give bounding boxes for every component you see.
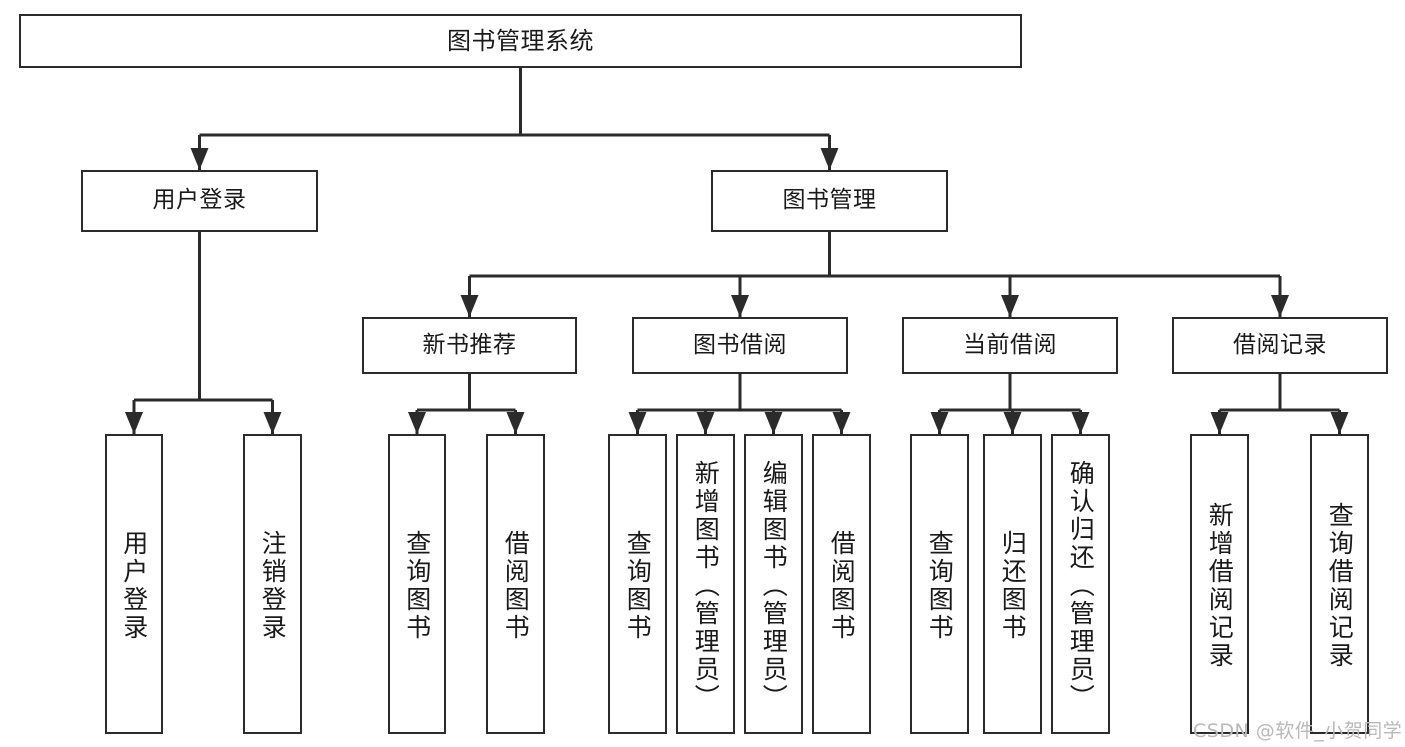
node-book-management-label: 图书管理 bbox=[782, 187, 877, 214]
edge-arrowhead bbox=[930, 412, 949, 434]
node-leaf-add-book-label: 新增图书（管理员） bbox=[691, 460, 721, 712]
node-leaf-user-login-label: 用户登录 bbox=[119, 530, 149, 642]
edge-arrowhead bbox=[832, 412, 851, 434]
edge-arrowhead bbox=[1001, 295, 1019, 317]
node-leaf-query-book-1-label: 查询图书 bbox=[402, 530, 432, 642]
edge-arrowhead bbox=[1071, 412, 1090, 434]
node-book-borrow-label: 图书借阅 bbox=[693, 331, 787, 358]
edge-arrowhead bbox=[506, 412, 525, 434]
node-root-label: 图书管理系统 bbox=[447, 26, 594, 55]
node-leaf-user-login: 用户登录 bbox=[105, 434, 163, 734]
edge-arrowhead bbox=[125, 412, 143, 434]
node-leaf-borrow-book-1-label: 借阅图书 bbox=[501, 530, 531, 642]
node-user-login: 用户登录 bbox=[81, 170, 318, 232]
node-leaf-return-book: 归还图书 bbox=[983, 434, 1042, 734]
node-leaf-borrow-book-1: 借阅图书 bbox=[486, 434, 545, 734]
node-leaf-user-logout: 注销登录 bbox=[243, 434, 302, 734]
edge-arrowhead bbox=[1210, 412, 1229, 434]
node-current-borrow: 当前借阅 bbox=[902, 317, 1118, 374]
edge-arrowhead bbox=[190, 148, 209, 170]
node-leaf-add-record-label: 新增借阅记录 bbox=[1205, 502, 1235, 670]
node-leaf-query-book-1: 查询图书 bbox=[388, 434, 446, 734]
edge-arrowhead bbox=[1330, 412, 1349, 434]
edge-arrowhead bbox=[628, 412, 647, 434]
node-leaf-user-logout-label: 注销登录 bbox=[258, 530, 288, 642]
node-user-login-label: 用户登录 bbox=[152, 187, 247, 214]
node-borrow-record-label: 借阅记录 bbox=[1233, 331, 1327, 358]
node-leaf-borrow-book-2: 借阅图书 bbox=[812, 434, 871, 734]
node-leaf-query-book-3-label: 查询图书 bbox=[925, 530, 955, 642]
node-leaf-query-book-3: 查询图书 bbox=[910, 434, 969, 734]
node-leaf-edit-book: 编辑图书（管理员） bbox=[744, 434, 803, 734]
node-leaf-add-record: 新增借阅记录 bbox=[1190, 434, 1249, 734]
node-leaf-add-book: 新增图书（管理员） bbox=[676, 434, 735, 734]
node-leaf-confirm-return: 确认归还（管理员） bbox=[1051, 434, 1110, 734]
edge-arrowhead bbox=[764, 412, 783, 434]
edge-arrowhead bbox=[1003, 412, 1022, 434]
node-leaf-query-record-label: 查询借阅记录 bbox=[1325, 502, 1355, 670]
csdn-watermark: CSDN @软件_小贺同学 bbox=[1193, 720, 1403, 742]
node-leaf-return-book-label: 归还图书 bbox=[998, 530, 1028, 642]
node-borrow-record: 借阅记录 bbox=[1172, 317, 1388, 374]
node-leaf-query-record: 查询借阅记录 bbox=[1310, 434, 1369, 734]
node-leaf-query-book-2-label: 查询图书 bbox=[623, 530, 653, 642]
edge-arrowhead bbox=[263, 412, 282, 434]
edge-arrowhead bbox=[696, 412, 715, 434]
edge-arrowhead bbox=[460, 295, 479, 317]
node-leaf-query-book-2: 查询图书 bbox=[608, 434, 667, 734]
edge-arrowhead bbox=[820, 148, 839, 170]
edge-arrowhead bbox=[408, 412, 426, 434]
node-current-borrow-label: 当前借阅 bbox=[963, 331, 1057, 358]
node-leaf-confirm-return-label: 确认归还（管理员） bbox=[1066, 460, 1096, 712]
edge-arrowhead bbox=[731, 295, 749, 317]
node-root: 图书管理系统 bbox=[19, 14, 1022, 68]
node-leaf-borrow-book-2-label: 借阅图书 bbox=[827, 530, 857, 642]
node-book-borrow: 图书借阅 bbox=[632, 317, 848, 374]
node-leaf-edit-book-label: 编辑图书（管理员） bbox=[759, 460, 789, 712]
node-new-book-recommend-label: 新书推荐 bbox=[422, 331, 517, 358]
node-book-management: 图书管理 bbox=[711, 170, 948, 232]
edge-arrowhead bbox=[1271, 295, 1289, 317]
node-new-book-recommend: 新书推荐 bbox=[362, 317, 577, 374]
